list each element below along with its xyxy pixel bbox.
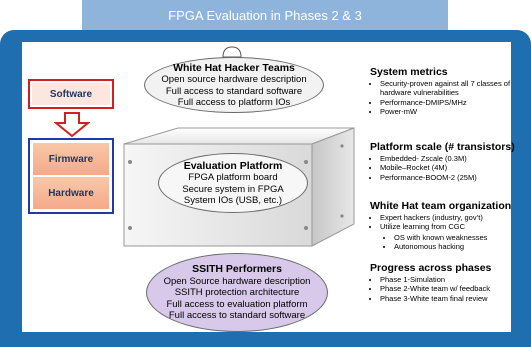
- team-heading: White Hat team organization: [370, 200, 512, 212]
- progress-item: Phase 3-White team final review: [380, 294, 520, 303]
- software-box: Software: [28, 79, 114, 109]
- team-item: Expert hackers (industry, gov’t): [380, 213, 520, 222]
- white-hat-line: Open source hardware description: [161, 74, 307, 86]
- platform-line: FPGA platform board: [188, 172, 278, 184]
- down-arrow-icon: [54, 112, 90, 138]
- progress-item: Phase 1-Simulation: [380, 275, 520, 284]
- team-subitem: Autonomous hacking: [394, 242, 520, 251]
- metrics-section: System metrics Security-proven against a…: [370, 66, 520, 117]
- scale-item: Embedded- Zscale (0.3M): [380, 154, 525, 163]
- team-section: White Hat team organization Expert hacke…: [370, 200, 520, 252]
- metrics-item: Power-mW: [380, 107, 520, 116]
- team-item: Utilize learning from CGC OS with known …: [380, 222, 520, 251]
- scale-heading: Platform scale (# transistors): [370, 141, 515, 153]
- white-hat-ellipse: White Hat Hacker Teams Open source hardw…: [144, 57, 324, 113]
- platform-line: Secure system in FPGA: [182, 183, 284, 195]
- progress-section: Progress across phases Phase 1-Simulatio…: [370, 262, 520, 303]
- performers-title: SSITH Performers: [192, 263, 282, 276]
- scale-section: Platform scale (# transistors) Embedded-…: [370, 141, 525, 182]
- platform-line: System IOs (USB, etc.): [183, 194, 283, 206]
- performers-line: Full access to evaluation platform: [166, 298, 308, 310]
- progress-item: Phase 2-White team w/ feedback: [380, 284, 520, 293]
- metrics-item: Performance-DMIPS/MHz: [380, 98, 520, 107]
- progress-heading: Progress across phases: [370, 262, 492, 274]
- white-hat-title: White Hat Hacker Teams: [173, 61, 295, 74]
- performers-ellipse: SSITH Performers Open Source hardware de…: [146, 253, 328, 332]
- hardware-label: Hardware: [33, 177, 109, 209]
- firmware-hardware-box: Firmware Hardware: [28, 138, 114, 214]
- white-hat-line: Full access to platform IOs: [177, 96, 291, 108]
- scale-item: Performance-BOOM-2 (25M): [380, 173, 525, 182]
- metrics-item: Security-proven against all 7 classes of…: [380, 79, 520, 98]
- software-label: Software: [32, 83, 110, 105]
- content-frame: Software Firmware Hardware White Hat Hac…: [0, 30, 531, 347]
- slide-title: FPGA Evaluation in Phases 2 & 3: [82, 0, 448, 30]
- performers-line: SSITH protection architecture: [174, 287, 300, 299]
- white-hat-line: Full access to standard software: [165, 85, 303, 97]
- content-panel: Software Firmware Hardware White Hat Hac…: [22, 42, 515, 332]
- scale-item: Mobile–Rocket (4M): [380, 163, 525, 172]
- firmware-label: Firmware: [33, 143, 109, 175]
- performers-line: Open Source hardware description: [163, 276, 311, 288]
- team-subitem: OS with known weaknesses: [394, 233, 520, 242]
- platform-title: Evaluation Platform: [183, 159, 283, 172]
- metrics-heading: System metrics: [370, 66, 448, 78]
- platform-ellipse: Evaluation Platform FPGA platform board …: [158, 153, 308, 213]
- performers-line: Full access to standard software: [168, 310, 306, 322]
